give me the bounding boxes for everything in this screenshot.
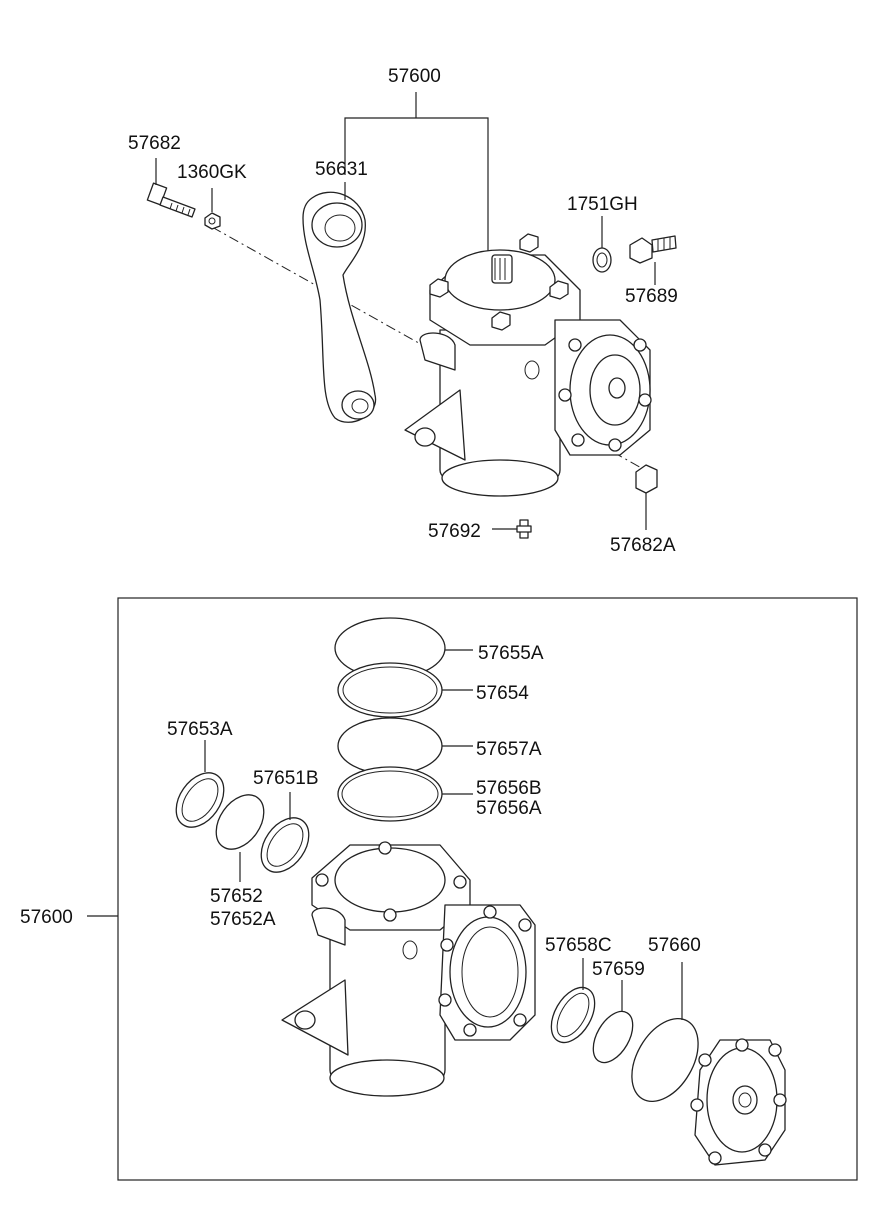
end-cover-part: [690, 1038, 787, 1166]
right-seals: 57658C 57659 57660: [545, 935, 701, 1103]
label-1360gk: 1360GK: [177, 162, 247, 183]
label-57682: 57682: [128, 133, 181, 154]
oring-57660: [631, 1017, 699, 1103]
label-57692: 57692: [428, 521, 481, 542]
label-57689: 57689: [625, 286, 678, 307]
label-57682a: 57682A: [610, 535, 676, 556]
label-57657a: 57657A: [476, 739, 542, 760]
kit-frame: [117, 597, 858, 1181]
bolt-part: [146, 158, 196, 218]
label-56631: 56631: [315, 159, 368, 180]
label-57651b: 57651B: [253, 768, 319, 789]
kit-housing-part: [281, 841, 536, 1097]
seal-57658c: [550, 986, 596, 1044]
oring-57659: [592, 1010, 634, 1064]
label-57656b: 57656B: [476, 778, 542, 799]
label-57600-top: 57600: [388, 66, 441, 87]
pitman-arm-part: [302, 182, 377, 423]
ring-57654: [337, 662, 443, 718]
gear-housing-part: [404, 233, 652, 497]
label-57653a: 57653A: [167, 719, 233, 740]
ring-stack: 57655A 57654 57657A 57656B 57656A: [334, 617, 544, 822]
seal-57653a: [175, 772, 225, 828]
valve-part: [629, 235, 677, 285]
label-57654: 57654: [476, 683, 529, 704]
ring-57657a: [337, 717, 443, 775]
assembly-bracket-line: [344, 117, 489, 252]
gasket-part: [592, 216, 612, 273]
kit-box: 57600 57655A 57654 57657A 57656B 57656A: [20, 597, 858, 1181]
oring-57652: [215, 794, 265, 850]
label-57652a: 57652A: [210, 909, 276, 930]
ring-57656: [337, 766, 443, 822]
label-57655a: 57655A: [478, 643, 544, 664]
seal-57651b: [260, 817, 310, 873]
label-57656a: 57656A: [476, 798, 542, 819]
washer-part: [204, 188, 221, 230]
label-57660: 57660: [648, 935, 701, 956]
label-57659: 57659: [592, 959, 645, 980]
label-57658c: 57658C: [545, 935, 612, 956]
nut-part: [635, 464, 658, 530]
top-assembly: 57600 57682 1360GK 56631 1751GH 57689 57…: [128, 66, 678, 556]
bleeder-part: [492, 519, 532, 539]
label-1751gh: 1751GH: [567, 194, 638, 215]
label-57652: 57652: [210, 886, 263, 907]
label-57600-kit: 57600: [20, 907, 73, 928]
left-seals: 57653A 57651B 57652 57652A: [167, 719, 319, 930]
